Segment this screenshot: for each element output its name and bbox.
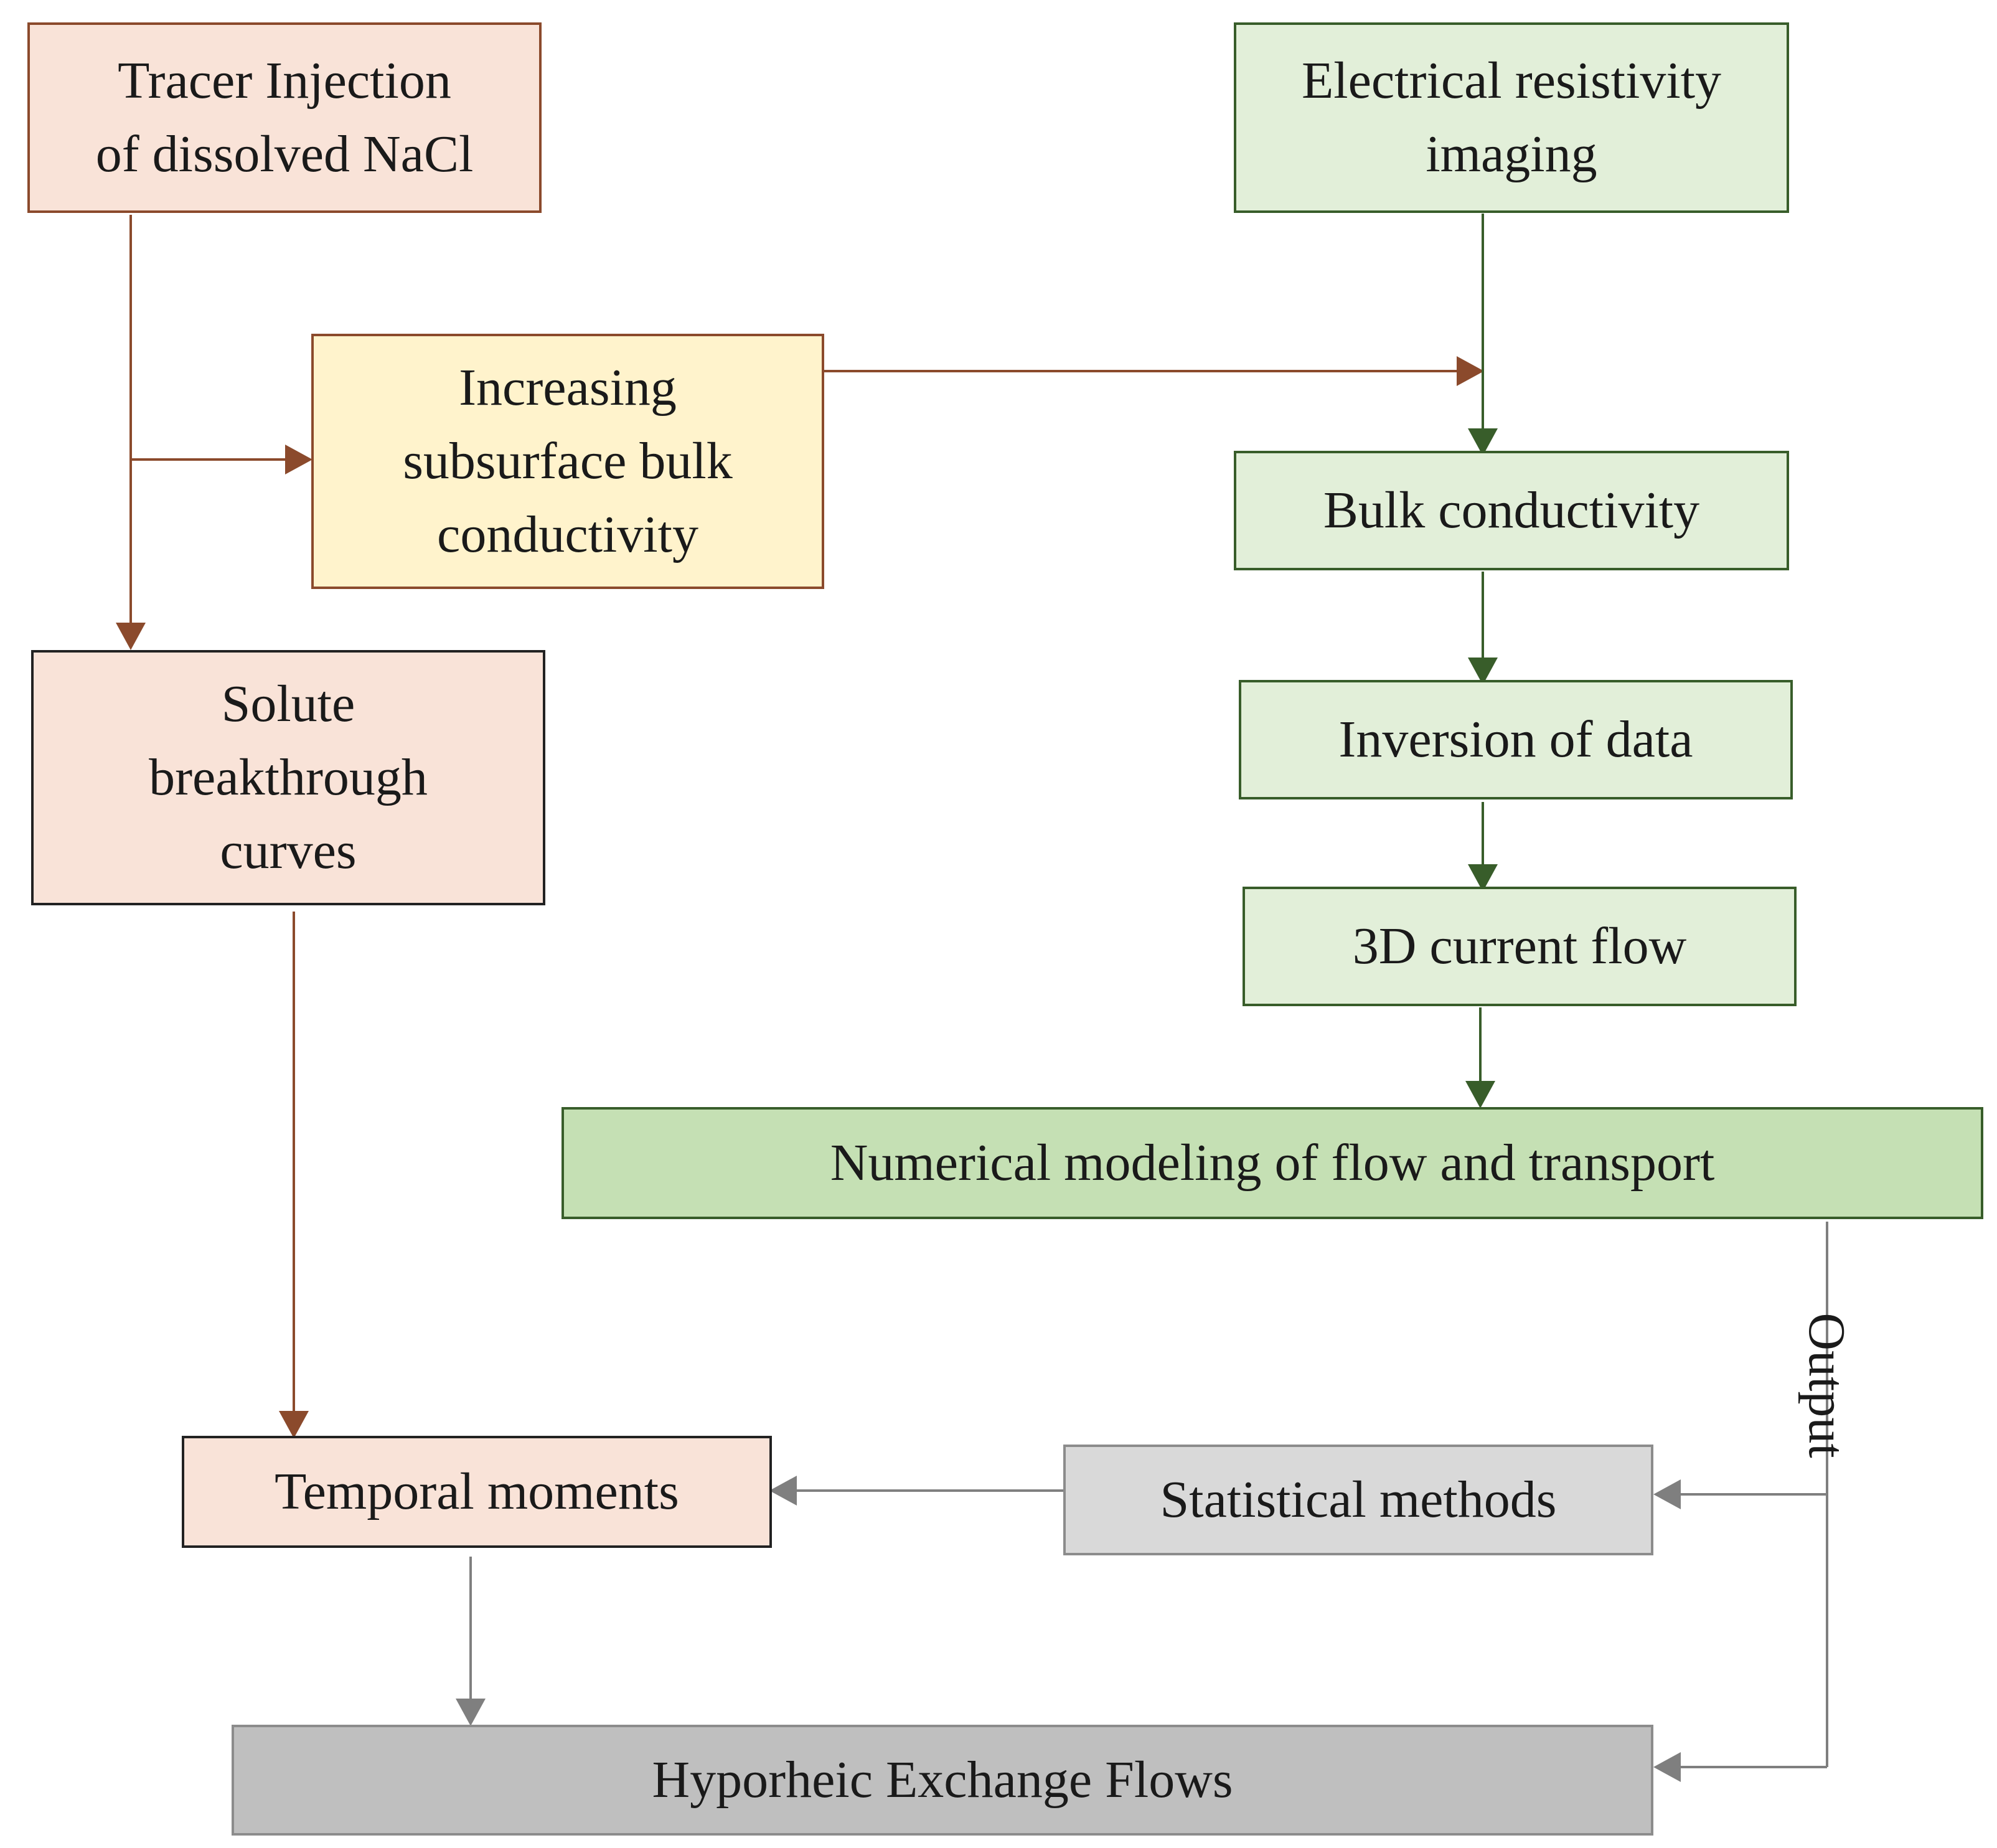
arrowhead-temporal-to-hyporheic [456,1699,486,1726]
tracer-injection-line1: Tracer Injection [118,52,451,110]
node-tracer-injection: Tracer Injection of dissolved NaCl [27,22,542,213]
arrowhead-eri-to-bulk [1468,428,1498,456]
arrowhead-statistical-to-temporal [769,1476,797,1506]
arrowhead-tracer-to-solute [116,623,146,650]
arrowhead-bulk-to-inversion [1468,658,1498,685]
increasing-line1: Increasing [459,359,677,417]
solute-line3: curves [220,822,357,880]
node-electrical-resistivity: Electrical resistivity imaging [1234,22,1789,213]
tracer-injection-line2: of dissolved NaCl [95,125,474,183]
arrowhead-solute-to-temporal [279,1411,309,1438]
node-bulk-conductivity: Bulk conductivity [1234,451,1789,570]
node-hyporheic-exchange: Hyporheic Exchange Flows [232,1725,1653,1836]
temporal-moments-label: Temporal moments [275,1463,679,1520]
node-3d-current-flow: 3D current flow [1243,887,1797,1006]
solute-line1: Solute [221,675,355,733]
increasing-line3: conductivity [437,506,698,563]
arrowhead-increasing-to-bulk [1457,356,1484,386]
arrowhead-output-to-hyporheic [1653,1752,1681,1782]
arrowhead-tracer-to-increasing [285,445,312,474]
node-inversion-of-data: Inversion of data [1239,680,1793,799]
eri-line2: imaging [1426,125,1597,183]
increasing-line2: subsurface bulk [403,432,733,490]
bulk-conductivity-label: Bulk conductivity [1323,481,1700,539]
node-temporal-moments: Temporal moments [182,1436,772,1548]
inversion-label: Inversion of data [1338,710,1693,768]
hyporheic-exchange-label: Hyporheic Exchange Flows [652,1751,1233,1809]
statistical-methods-label: Statistical methods [1160,1471,1557,1529]
arrowhead-current-to-numerical [1465,1081,1495,1108]
arrowhead-output-to-statistical [1653,1479,1681,1509]
eri-line1: Electrical resistivity [1301,52,1722,110]
output-edge-label: Output [1798,1313,1856,1458]
arrowhead-inversion-to-current [1468,864,1498,892]
node-numerical-modeling: Numerical modeling of flow and transport [562,1107,1983,1219]
current-flow-label: 3D current flow [1352,917,1687,975]
numerical-modeling-label: Numerical modeling of flow and transport [830,1134,1715,1192]
node-solute-breakthrough: Solute breakthrough curves [31,650,545,905]
node-increasing-conductivity: Increasing subsurface bulk conductivity [311,334,824,589]
node-statistical-methods: Statistical methods [1063,1445,1653,1555]
solute-line2: breakthrough [149,748,428,806]
